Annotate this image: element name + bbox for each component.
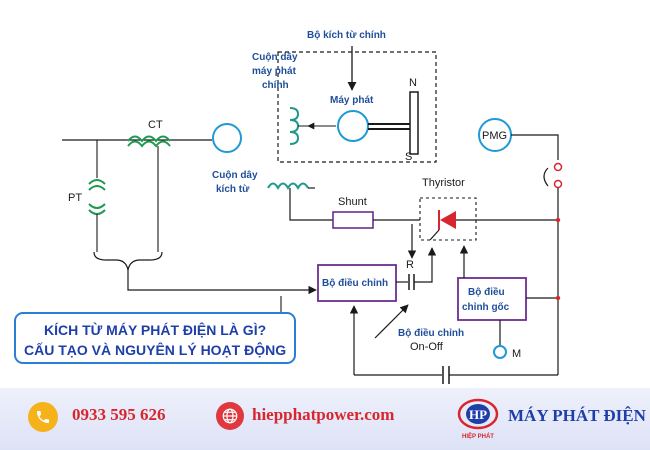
r-to-gate	[414, 247, 437, 283]
regulator-label: Bộ điều chỉnh	[322, 277, 388, 289]
brand-name: MÁY PHÁT ĐIỆN	[508, 406, 646, 425]
pt-label: PT	[68, 192, 82, 204]
pole-s-label: S	[405, 151, 412, 163]
title-box: KÍCH TỪ MÁY PHÁT ĐIỆN LÀ GÌ? CẤU TẠO VÀ …	[14, 312, 296, 364]
pmg-switch-arc	[543, 167, 549, 187]
onoff-regulator-label-2: On-Off	[410, 341, 444, 353]
main-gen-coil-label-2: máy phát	[252, 66, 297, 77]
ct-coil-lower	[127, 140, 171, 148]
onoff-regulator-label-1: Bộ điều chỉnh	[398, 327, 464, 339]
resistor-label: R	[406, 259, 414, 271]
thyristor-dashed-box	[419, 197, 477, 241]
base-regulator-label-1: Bộ điều	[468, 286, 505, 298]
stator-coil	[289, 107, 300, 145]
ct-label: CT	[148, 119, 163, 131]
footer-bar: 0933 595 626 hiepphatpower.com HP HIỆP P…	[0, 388, 650, 450]
exciter-coil-left-lead	[289, 188, 333, 221]
title-line-1: KÍCH TỪ MÁY PHÁT ĐIỆN LÀ GÌ?	[44, 322, 267, 338]
regulator-box	[317, 264, 397, 302]
shunt-resistor	[332, 211, 374, 229]
bus-end-terminal-icon	[212, 123, 242, 153]
pmg-right-wire	[511, 134, 559, 160]
signal-brace	[93, 251, 163, 271]
globe-icon[interactable]	[216, 402, 244, 430]
logo-text: HP	[469, 407, 487, 422]
pt-coil	[88, 179, 106, 215]
motor-icon	[493, 345, 507, 359]
thyristor-triangle	[440, 211, 456, 229]
thyristor-gate	[429, 229, 440, 241]
base-regulator-label-2: chỉnh gốc	[462, 301, 510, 313]
hiep-phat-logo: HP HIỆP PHÁT	[457, 398, 499, 440]
base-regulator-box	[457, 277, 527, 321]
website-link[interactable]: hiepphatpower.com	[252, 405, 395, 424]
main-gen-coil-label-3: chính	[262, 80, 289, 91]
motor-label: M	[512, 348, 521, 360]
pole-n-label: N	[409, 77, 417, 89]
thyristor-label: Thyristor	[422, 177, 465, 189]
main-exciter-label: Bộ kích từ chính	[307, 30, 386, 41]
pmg-terminal-top	[553, 162, 563, 172]
title-line-2: CẤU TẠO VÀ NGUYÊN LÝ HOẠT ĐỘNG	[24, 342, 287, 358]
exciter-coil-label-1: Cuộn dây	[212, 170, 258, 181]
ct-coil	[127, 135, 171, 143]
node-right-1	[555, 217, 561, 223]
magnet-bar	[409, 91, 419, 155]
node-right-2	[555, 295, 561, 301]
phone-icon[interactable]	[28, 402, 58, 432]
exciter-coil-label-2: kích từ	[216, 184, 250, 195]
generator-dashed-box	[277, 51, 437, 163]
main-gen-coil-label-1: Cuộn dây	[252, 52, 298, 63]
generator-label: Máy phát	[330, 95, 374, 106]
brace-to-regulator	[127, 270, 282, 291]
shunt-label: Shunt	[338, 196, 367, 208]
pmg-label: PMG	[482, 130, 507, 142]
excitation-diagram: Bộ kích từ chính Cuộn dây máy phát chính…	[62, 30, 563, 384]
logo-subtext: HIỆP PHÁT	[462, 432, 494, 440]
onoff-arrow	[374, 304, 409, 339]
generator-rotor-icon	[337, 110, 369, 142]
phone-number[interactable]: 0933 595 626	[72, 405, 166, 424]
exciter-coil	[267, 182, 309, 191]
pmg-terminal-bottom	[553, 179, 563, 189]
